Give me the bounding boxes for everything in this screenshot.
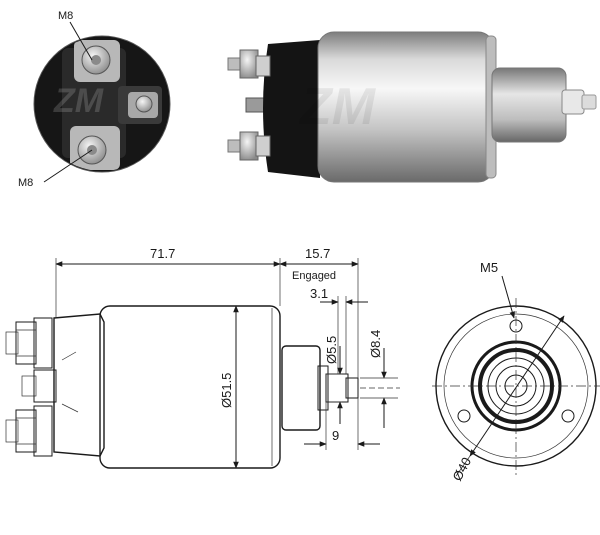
bolt-hole-left: [457, 409, 471, 423]
end-cap-photo: ZM: [33, 35, 171, 173]
side-photo: ZM: [227, 31, 597, 183]
dim-tip-length: 9: [332, 428, 339, 443]
svg-text:ZM: ZM: [53, 82, 104, 120]
m8-bottom-label: M8: [18, 177, 33, 189]
bolt-circle-label: Ø40: [449, 455, 474, 484]
thread-label: M5: [480, 260, 498, 275]
solenoid-body: [99, 305, 281, 469]
dim-body-diameter: Ø51.5: [219, 373, 234, 408]
m8-top-callout: M8: [58, 10, 93, 61]
plunger: [281, 345, 321, 431]
m8-top-label: M8: [58, 10, 73, 22]
terminal-studs: [5, 317, 79, 457]
dim-body-length: 71.7: [150, 246, 175, 261]
dim-plunger-length: 15.7: [305, 246, 330, 261]
engaged-label: Engaged: [292, 270, 336, 282]
dim-tip-diameter: Ø5.5: [324, 336, 339, 364]
m8-bottom-callout: M8: [18, 149, 93, 189]
svg-text:ZM: ZM: [298, 78, 377, 136]
dim-stroke: 3.1: [310, 286, 328, 301]
side-view-drawing: 71.7 15.7 Engaged 3.1 Ø5.5 Ø8.4 Ø51.5 9: [5, 246, 400, 469]
bolt-hole-right: [561, 409, 575, 423]
dim-plunger-diameter: Ø8.4: [368, 330, 383, 358]
front-view-drawing: M5 Ø40: [432, 260, 600, 483]
